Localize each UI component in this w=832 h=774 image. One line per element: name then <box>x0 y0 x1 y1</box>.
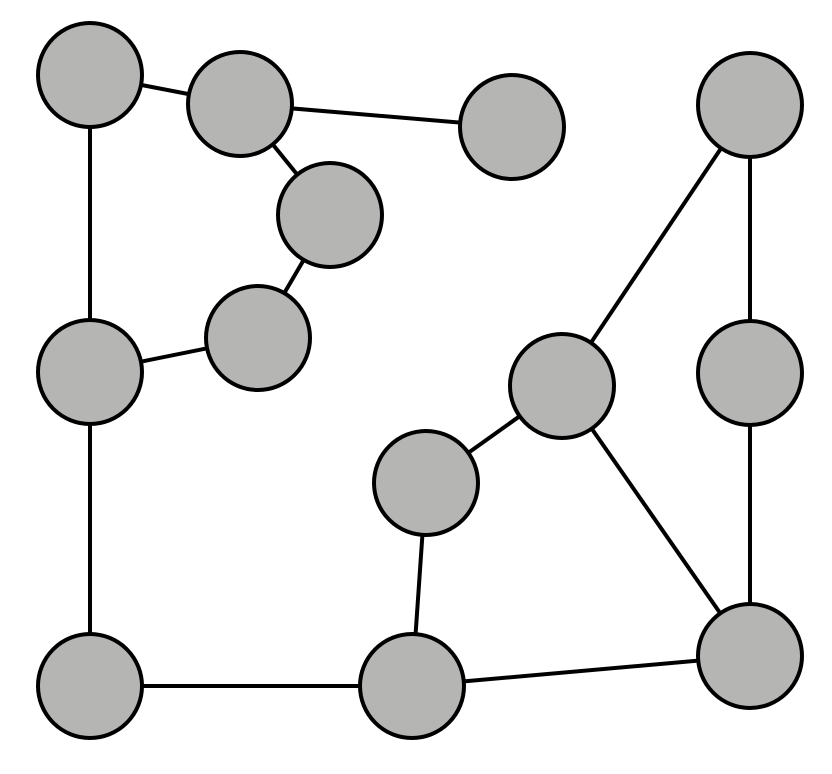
node-layer <box>36 21 804 740</box>
graph-node-n13 <box>358 632 466 740</box>
graph-node-n1 <box>36 21 144 129</box>
graph-node-n10 <box>372 429 480 537</box>
graph-node-n3 <box>458 73 566 181</box>
graph-edge-n9-n4 <box>560 103 752 388</box>
graph-node-n2 <box>186 50 294 158</box>
graph-node-n6 <box>204 284 312 392</box>
graph-node-n11 <box>36 632 144 740</box>
graph-node-n9 <box>508 332 616 440</box>
graph-edge-n14-n13 <box>410 654 752 688</box>
graph-node-n8 <box>696 319 804 427</box>
graph-edge-n9-n14 <box>560 384 752 658</box>
graph-node-n5 <box>276 161 384 269</box>
graph-node-n14 <box>696 602 804 710</box>
graph-node-n4 <box>696 51 804 159</box>
graph-node-n7 <box>36 318 144 426</box>
